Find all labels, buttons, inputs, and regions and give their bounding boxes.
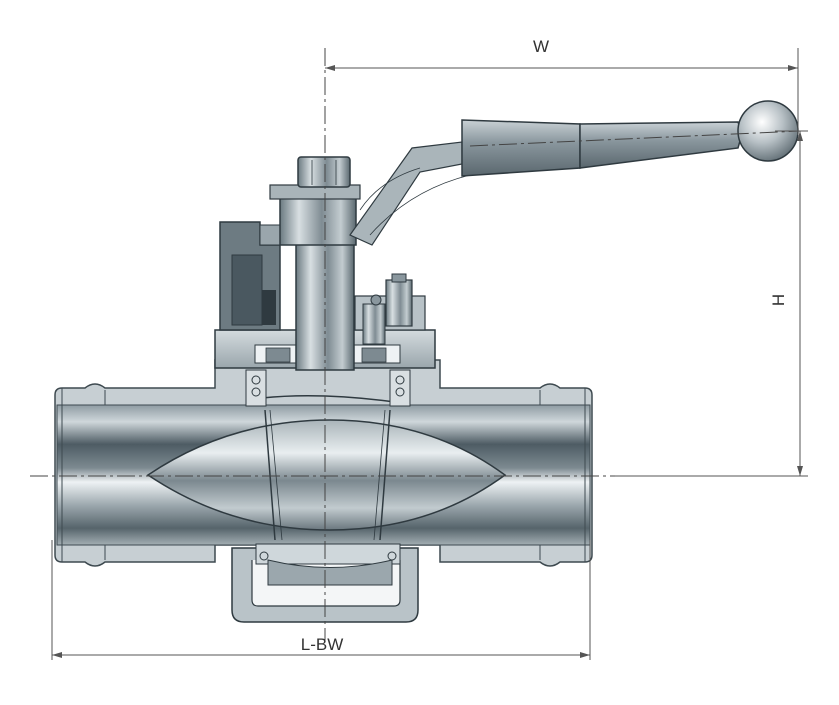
dimension-label-w: W (533, 37, 549, 56)
valve-handle[interactable] (349, 100, 799, 246)
upper-seat (245, 369, 411, 407)
dimension-lines (51, 48, 808, 660)
dimension-label-l-bw: L-BW (301, 635, 344, 654)
valve-ball (146, 395, 507, 541)
lock-assembly (354, 273, 426, 345)
dimension-label-h: H (769, 294, 788, 306)
centerlines (30, 48, 801, 640)
valve-stem (269, 156, 361, 371)
stop-bracket (219, 221, 281, 331)
